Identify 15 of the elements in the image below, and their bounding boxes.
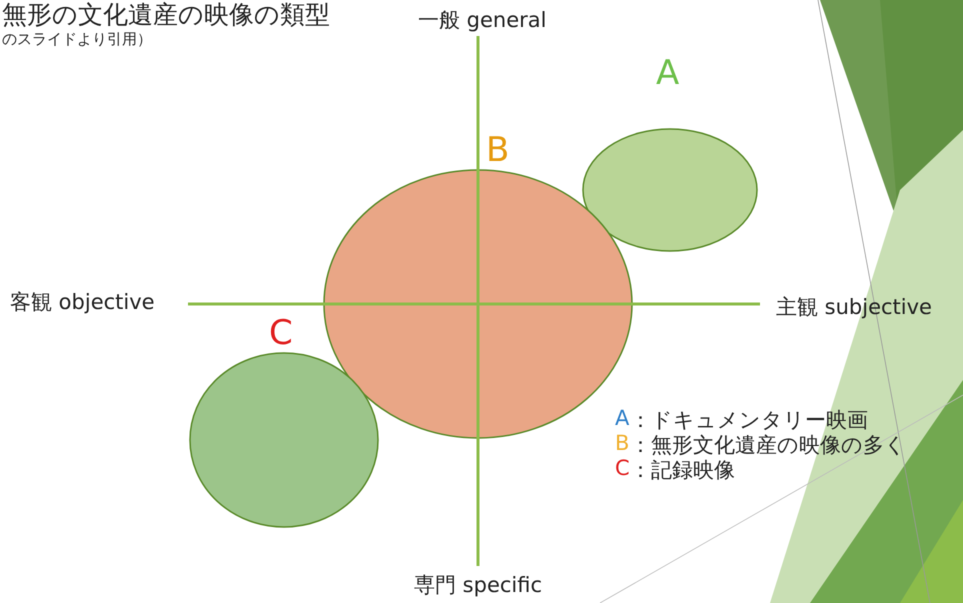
source-note: のスライドより引用） <box>2 30 152 49</box>
circle-letter: A <box>656 54 680 92</box>
legend-text: ：無形文化遺産の映像の多く <box>630 432 906 459</box>
circle-letter: C <box>269 314 293 352</box>
axis-label: 一般 general <box>418 7 546 34</box>
title: 無形の文化遺産の映像の類型 <box>2 0 330 31</box>
legend-letter: C <box>615 456 630 480</box>
legend-text: ：ドキュメンタリー映画 <box>630 407 868 434</box>
axis-label: 客観 objective <box>10 289 155 316</box>
axis-label: 専門 specific <box>414 572 542 599</box>
legend-letter: B <box>615 431 630 455</box>
legend-letter: A <box>615 406 630 430</box>
axis-label: 主観 subjective <box>776 294 932 321</box>
legend-text: ：記録映像 <box>630 457 735 484</box>
circle-letter: B <box>486 131 510 169</box>
